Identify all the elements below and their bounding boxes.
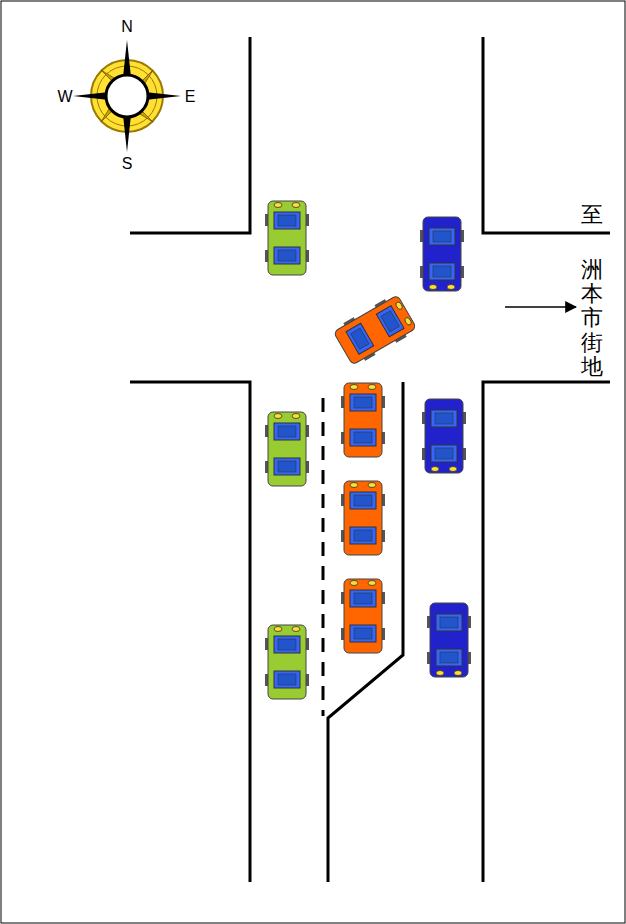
green-car (265, 625, 309, 699)
turning-car (332, 292, 418, 367)
blue-car (427, 603, 471, 677)
compass-letter: W (57, 89, 72, 105)
orange-car (341, 579, 385, 653)
destination-label: 洲本市街地 (581, 258, 603, 379)
lane-divider (322, 398, 325, 716)
compass-rose (73, 40, 181, 152)
blue-car (420, 217, 464, 291)
cars (265, 201, 471, 699)
destination-label: 至 (581, 203, 603, 227)
compass-letter: S (122, 156, 133, 172)
orange-car (341, 383, 385, 457)
direction-arrow (505, 306, 576, 308)
green-car (265, 201, 309, 275)
blue-car (422, 399, 466, 473)
compass-letter: E (185, 89, 196, 105)
road-edges (130, 37, 610, 882)
green-car (265, 412, 309, 486)
compass-letter: N (121, 19, 133, 35)
orange-car (341, 481, 385, 555)
